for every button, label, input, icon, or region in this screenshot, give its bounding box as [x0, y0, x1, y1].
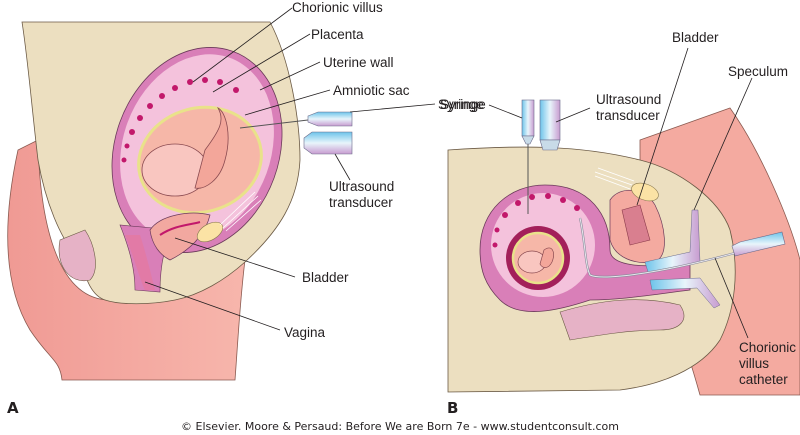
label-catheter-line2: villus — [739, 356, 770, 371]
panel-b-catheter — [578, 217, 786, 279]
label-syringe-b: Syringe — [440, 97, 486, 112]
panel-b-chorionic-villi — [492, 193, 580, 248]
panel-a-body-flesh — [7, 139, 246, 381]
panel-b-ultrasound-transducer — [539, 99, 561, 151]
copyright-credit: © Elsevier. Moore & Persaud: Before We a… — [181, 420, 619, 433]
panel-a-fat-pad — [196, 221, 224, 243]
label-placenta: Placenta — [311, 27, 364, 42]
panel-b-fetus — [517, 247, 554, 274]
label-chorionic-villus-a: Chorionic villus — [292, 0, 383, 15]
panel-a-fetus — [141, 107, 229, 197]
panel-b-bowel — [559, 299, 685, 341]
panel-b-leader-lines — [488, 47, 753, 339]
panel-a-ultrasound-transducer — [303, 131, 353, 155]
panel-b-illustration — [447, 107, 800, 396]
label-catheter-line3: catheter — [739, 372, 788, 387]
label-speculum: Speculum — [728, 64, 789, 79]
label-bladder-b: Bladder — [672, 30, 719, 45]
panel-b-fat-pad — [631, 182, 659, 202]
label-syringe-a: Syringe — [438, 97, 484, 112]
label-vagina: Vagina — [284, 325, 326, 340]
label-bladder-a: Bladder — [302, 270, 349, 285]
panel-a-chorionic-villi — [121, 77, 239, 163]
panel-a-buttock — [58, 229, 96, 282]
label-amniotic-sac: Amniotic sac — [333, 83, 410, 98]
panel-a-syringe — [239, 111, 353, 129]
panel-a-vagina — [125, 235, 155, 290]
panel-a-leader-lines — [144, 7, 436, 331]
label-ultrasound-transducer-a-line2: transducer — [329, 195, 393, 210]
label-ultrasound-transducer-b-line2: transducer — [596, 108, 660, 123]
panel-letter-b: B — [447, 399, 459, 417]
panel-a-illustration — [7, 21, 301, 381]
label-ultrasound-transducer-b-line1: Ultrasound — [596, 92, 662, 107]
label-catheter-line1: Chorionic — [739, 340, 797, 355]
panel-b-syringe — [521, 99, 535, 214]
panel-letter-a: A — [7, 399, 19, 417]
label-uterine-wall: Uterine wall — [323, 55, 394, 70]
label-ultrasound-transducer-a-line1: Ultrasound — [329, 179, 395, 194]
